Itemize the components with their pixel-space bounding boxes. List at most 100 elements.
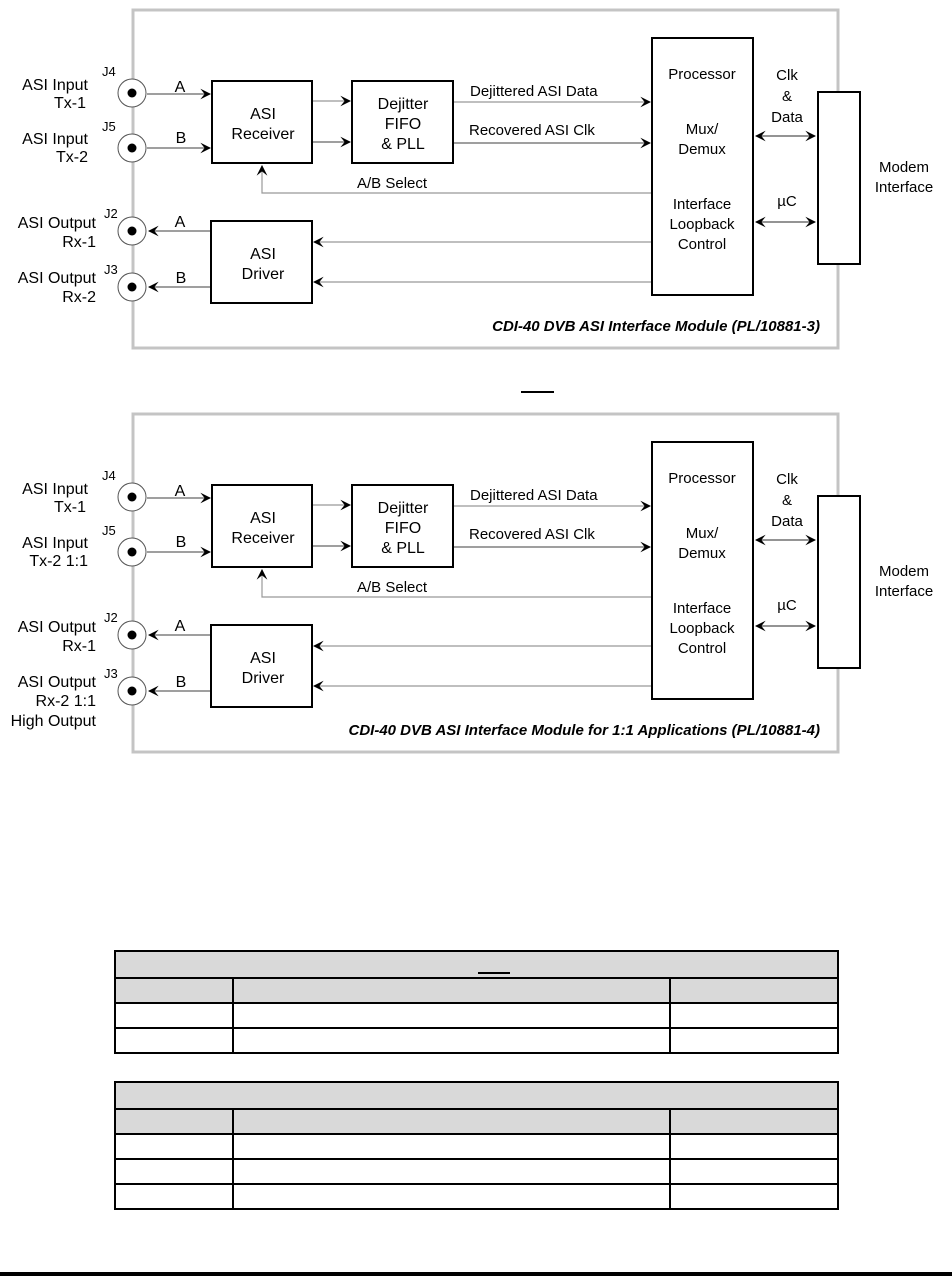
table-title-row bbox=[113, 950, 840, 979]
svg-text:ASI: ASI bbox=[250, 106, 276, 123]
asi-driver-block: ASI Driver bbox=[210, 624, 313, 708]
table-header-row bbox=[114, 1108, 840, 1135]
table-cell bbox=[668, 1158, 840, 1185]
connector-j4: J4 ASI Input Tx-1 bbox=[22, 468, 147, 516]
connector-id: J2 bbox=[104, 610, 118, 625]
header-cell bbox=[668, 1108, 840, 1135]
table-title bbox=[113, 1081, 840, 1110]
signal-label: Recovered ASI Clk bbox=[469, 526, 595, 543]
table-cell bbox=[232, 1158, 671, 1185]
signal-label: Data bbox=[771, 109, 803, 126]
asi-receiver-block: ASI Receiver bbox=[211, 80, 313, 164]
connector-label: Rx-2 1:1 bbox=[36, 693, 97, 710]
connector-j2: J2 ASI Output Rx-1 bbox=[18, 206, 147, 251]
svg-text:Driver: Driver bbox=[242, 670, 285, 687]
signal-line-ab-select bbox=[256, 568, 652, 598]
table-cell bbox=[668, 1133, 840, 1160]
svg-text:ASI: ASI bbox=[250, 510, 276, 527]
signal-label: & bbox=[782, 492, 792, 509]
table-row bbox=[114, 1027, 840, 1054]
connector-j3: J3 ASI Output Rx-2 1:1 High Output bbox=[11, 666, 147, 730]
svg-text:ASI: ASI bbox=[250, 246, 276, 263]
header-cell bbox=[232, 977, 671, 1004]
svg-text:Processor: Processor bbox=[668, 470, 736, 487]
processor-block: Processor Mux/ Demux Interface Loopback … bbox=[651, 37, 754, 296]
table-cell bbox=[668, 1027, 840, 1054]
signal-label: Recovered ASI Clk bbox=[469, 122, 595, 139]
header-cell bbox=[114, 977, 234, 1004]
svg-text:Processor: Processor bbox=[668, 66, 736, 83]
connector-label: ASI Output bbox=[18, 270, 97, 287]
connector-label: Rx-1 bbox=[62, 234, 96, 251]
connector-id: J4 bbox=[102, 468, 116, 483]
signal-label: A/B Select bbox=[357, 579, 428, 596]
connector-label: High Output bbox=[11, 713, 97, 730]
signal-label: Dejittered ASI Data bbox=[470, 83, 598, 100]
table-header-row bbox=[114, 977, 840, 1004]
channel-label: A bbox=[175, 618, 186, 635]
connector-label: ASI Input bbox=[22, 131, 88, 148]
signal-label: Clk bbox=[776, 471, 798, 488]
table-row bbox=[114, 1002, 840, 1029]
connector-label: Tx-2 1:1 bbox=[29, 553, 88, 570]
svg-text:Dejitter: Dejitter bbox=[378, 500, 429, 517]
svg-text:Interface: Interface bbox=[673, 600, 731, 617]
block-diagram-pl10881-3: J4 ASI Input Tx-1 J5 ASI Input Tx-2 J2 A… bbox=[0, 0, 952, 360]
table-title bbox=[113, 950, 840, 979]
svg-text:ASI: ASI bbox=[250, 650, 276, 667]
connector-pin-icon bbox=[127, 630, 137, 640]
connector-pin-icon bbox=[127, 547, 137, 557]
spec-table-1 bbox=[113, 950, 840, 1054]
svg-text:Loopback: Loopback bbox=[669, 620, 735, 637]
connector-id: J4 bbox=[102, 64, 116, 79]
processor-block: Processor Mux/ Demux Interface Loopback … bbox=[651, 441, 754, 700]
connector-label: Tx-1 bbox=[54, 499, 86, 516]
title-underline bbox=[478, 972, 510, 974]
table-cell bbox=[114, 1183, 234, 1210]
signal-label: µC bbox=[777, 193, 797, 210]
svg-text:Control: Control bbox=[678, 236, 726, 253]
table-cell bbox=[232, 1183, 671, 1210]
connector-j2: J2 ASI Output Rx-1 bbox=[18, 610, 147, 655]
svg-text:Demux: Demux bbox=[678, 545, 726, 562]
connector-label: ASI Output bbox=[18, 215, 97, 232]
connector-j5: J5 ASI Input Tx-2 1:1 bbox=[22, 523, 147, 570]
block-diagram-pl10881-4: J4 ASI Input Tx-1 J5 ASI Input Tx-2 1:1 … bbox=[0, 404, 952, 764]
header-cell bbox=[114, 1108, 234, 1135]
svg-text:Demux: Demux bbox=[678, 141, 726, 158]
asi-receiver-block: ASI Receiver bbox=[211, 484, 313, 568]
connector-id: J3 bbox=[104, 262, 118, 277]
svg-text:Modem: Modem bbox=[879, 563, 929, 580]
connector-pin-icon bbox=[127, 88, 137, 98]
svg-text:Mux/: Mux/ bbox=[686, 525, 719, 542]
header-cell bbox=[232, 1108, 671, 1135]
header-cell bbox=[668, 977, 840, 1004]
channel-label: A bbox=[175, 79, 186, 96]
signal-label: A/B Select bbox=[357, 175, 428, 192]
table-cell bbox=[668, 1183, 840, 1210]
svg-text:Mux/: Mux/ bbox=[686, 121, 719, 138]
diagram-caption: CDI-40 DVB ASI Interface Module (PL/1088… bbox=[492, 318, 820, 335]
signal-label: Clk bbox=[776, 67, 798, 84]
svg-text:& PLL: & PLL bbox=[381, 540, 425, 557]
table-cell bbox=[232, 1002, 671, 1029]
modem-interface-block: Modem Interface bbox=[817, 91, 933, 265]
channel-label: A bbox=[175, 214, 186, 231]
connector-j5: J5 ASI Input Tx-2 bbox=[22, 119, 147, 166]
connector-label: ASI Input bbox=[22, 535, 88, 552]
diagram-caption: CDI-40 DVB ASI Interface Module for 1:1 … bbox=[349, 722, 821, 739]
connector-label: ASI Input bbox=[22, 77, 88, 94]
separator-line bbox=[521, 391, 554, 393]
connector-pin-icon bbox=[127, 143, 137, 153]
connector-label: Rx-2 bbox=[62, 289, 96, 306]
connector-label: ASI Output bbox=[18, 619, 97, 636]
table-row bbox=[114, 1183, 840, 1210]
svg-text:Modem: Modem bbox=[879, 159, 929, 176]
signal-label: Data bbox=[771, 513, 803, 530]
connector-id: J2 bbox=[104, 206, 118, 221]
connector-label: ASI Input bbox=[22, 481, 88, 498]
connector-label: Tx-1 bbox=[54, 95, 86, 112]
channel-label: B bbox=[176, 130, 187, 147]
asi-driver-block: ASI Driver bbox=[210, 220, 313, 304]
svg-text:Receiver: Receiver bbox=[231, 530, 295, 547]
